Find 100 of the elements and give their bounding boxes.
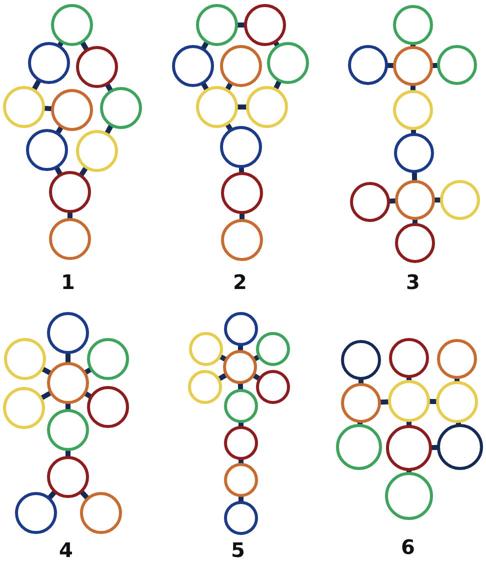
ring <box>46 361 90 405</box>
connector-clip <box>216 372 228 382</box>
ring <box>222 349 258 385</box>
connector-clip <box>272 40 280 48</box>
ring <box>75 129 119 173</box>
ring <box>48 217 92 261</box>
ring <box>195 3 239 47</box>
connector-clip <box>406 376 412 382</box>
ring <box>223 311 259 347</box>
figure-number: 1 <box>61 272 75 292</box>
connector-clip <box>236 22 246 28</box>
ring <box>347 44 389 86</box>
connector-clip <box>66 449 70 458</box>
connector-clip <box>218 354 228 362</box>
connector-clip <box>410 84 416 92</box>
ring <box>27 41 71 85</box>
figure-number: 3 <box>406 272 420 292</box>
ring <box>394 179 436 221</box>
ring <box>384 471 434 521</box>
figure-number: 6 <box>401 537 415 557</box>
ring <box>335 423 383 471</box>
connector-clip <box>433 198 442 202</box>
ring <box>25 128 69 172</box>
ring <box>393 132 435 174</box>
connector-clip <box>54 124 64 136</box>
ring <box>223 500 259 536</box>
connector-clip <box>252 372 262 382</box>
connector-clip <box>357 420 363 426</box>
connector-clip <box>83 390 93 400</box>
ring <box>99 86 143 130</box>
connector-clip <box>430 444 440 450</box>
ring <box>255 331 291 367</box>
connector-clip <box>238 344 244 352</box>
ring <box>340 339 382 381</box>
ring <box>392 4 434 46</box>
connector-clip <box>224 81 234 92</box>
ring <box>2 85 46 129</box>
connector-clip <box>80 40 90 52</box>
figure-number: 5 <box>231 540 245 560</box>
connector-clip <box>224 122 234 132</box>
connector-clip <box>238 421 244 428</box>
connector-clip <box>410 128 416 136</box>
ring <box>392 89 434 131</box>
connector-clip <box>358 378 364 385</box>
figure-number: 2 <box>233 272 247 292</box>
ring <box>255 369 291 405</box>
connector-clip <box>456 420 462 426</box>
connector-clip <box>428 398 438 404</box>
connector-clip <box>410 43 416 48</box>
connector-clip <box>66 402 70 411</box>
connector-clip <box>406 469 412 474</box>
ring <box>75 45 119 89</box>
ring <box>188 331 224 367</box>
connector-clip <box>238 166 244 174</box>
connector-clip <box>31 78 42 92</box>
connector-clip <box>104 123 114 136</box>
ring <box>436 423 484 471</box>
ring <box>436 338 478 380</box>
ring <box>223 425 259 461</box>
connector-clip <box>388 198 398 204</box>
ring <box>245 85 289 129</box>
connector-clip <box>56 40 64 48</box>
ring <box>86 337 130 381</box>
connector-clip <box>430 62 440 68</box>
connector-clip <box>66 352 70 364</box>
connector-clip <box>79 489 90 501</box>
connector-clip <box>68 211 72 220</box>
ring <box>385 424 433 472</box>
connector-clip <box>406 420 412 427</box>
ring <box>243 3 287 47</box>
ring <box>171 44 215 88</box>
connector-clip <box>104 82 114 93</box>
connector-clip <box>252 354 262 362</box>
ring <box>2 386 46 430</box>
connector-clip <box>54 165 64 177</box>
connector-clip <box>240 212 244 221</box>
ring <box>388 337 430 379</box>
connector-clip <box>200 81 210 92</box>
ring <box>79 491 123 535</box>
connector-clip <box>238 495 244 503</box>
connector-clip <box>83 366 93 376</box>
connector-clip <box>200 40 210 51</box>
connector-clip <box>272 79 282 91</box>
ring <box>436 44 478 86</box>
ring <box>187 369 223 405</box>
connector-clip <box>46 490 58 500</box>
ring <box>340 382 382 424</box>
connector-clip <box>39 390 53 401</box>
ring <box>394 222 436 264</box>
ring <box>392 45 434 87</box>
ring <box>220 218 264 262</box>
ring <box>219 44 263 88</box>
ring <box>195 85 239 129</box>
figure-number: 4 <box>59 540 73 560</box>
connector-clip <box>238 382 244 392</box>
ring <box>46 311 90 355</box>
connector-clip <box>42 106 54 112</box>
connector-clip <box>236 104 248 110</box>
connector-clip <box>386 62 396 68</box>
ring <box>14 491 58 535</box>
